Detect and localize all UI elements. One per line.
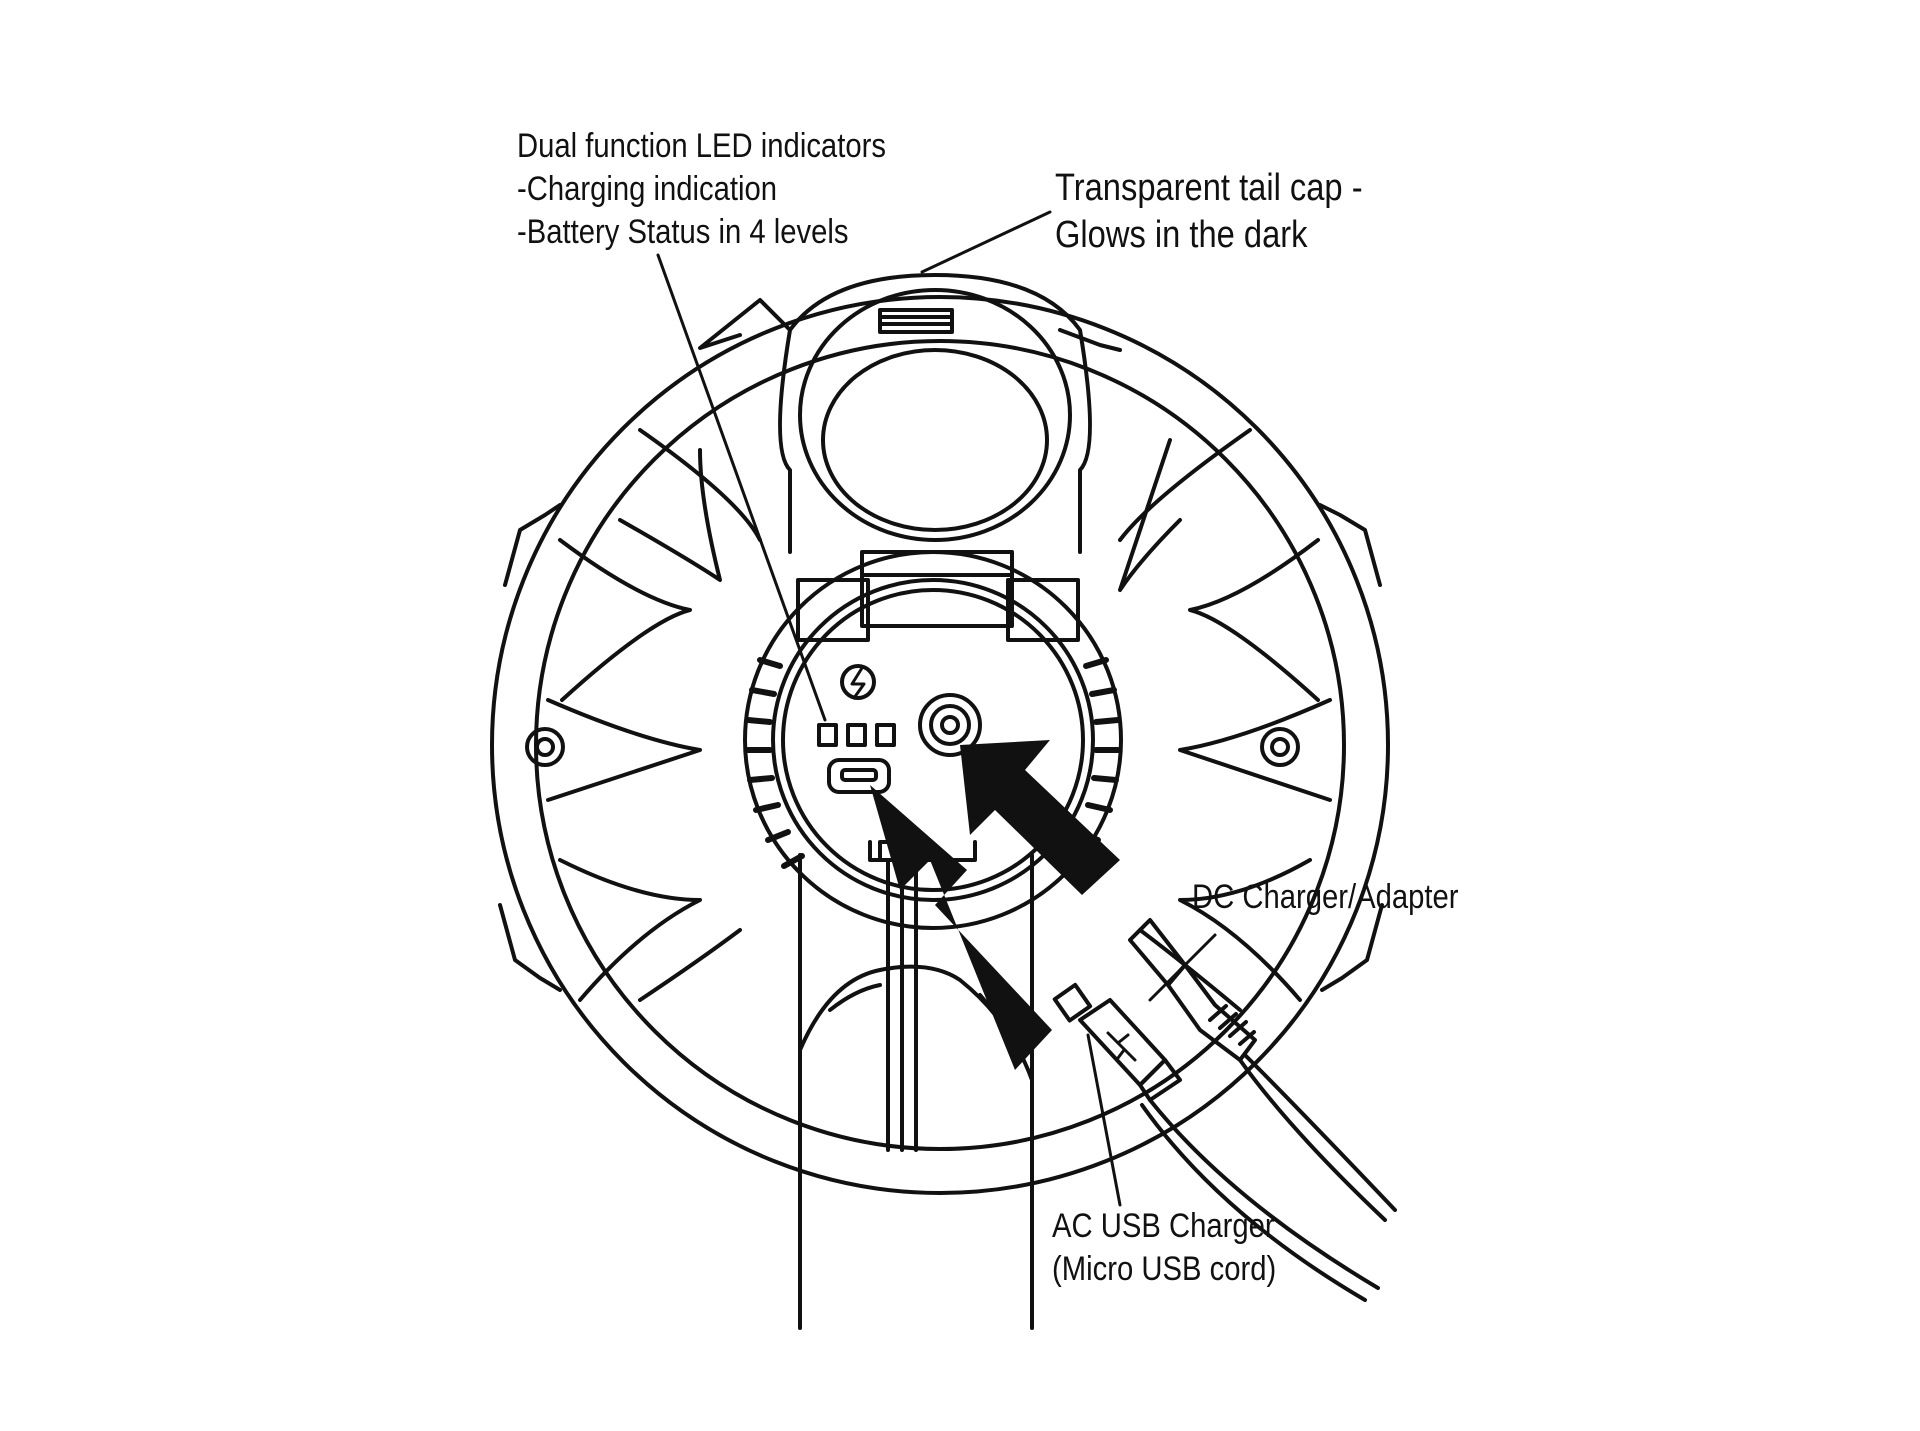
usb-trident-icon: [1106, 1031, 1137, 1062]
usb-charger-line2: (Micro USB cord): [1052, 1250, 1277, 1288]
label-tail-cap: Transparent tail cap - Glows in the dark: [1055, 165, 1363, 259]
dc-insertion-arrow: [960, 740, 1120, 895]
led-indicators-title: Dual function LED indicators: [517, 127, 886, 165]
label-usb-charger: AC USB Charger (Micro USB cord): [1052, 1205, 1276, 1291]
led-indicator-1: [817, 723, 838, 747]
lamp-head-outer-ring: [490, 295, 1390, 1195]
label-dc-charger: DC Charger/Adapter: [1192, 876, 1459, 919]
label-led-indicators: Dual function LED indicators -Charging i…: [517, 125, 886, 254]
dc-barrel-port: [918, 693, 982, 757]
lamp-head-fins: [546, 428, 1332, 1012]
tail-cap-line2: Glows in the dark: [1055, 214, 1308, 256]
micro-usb-plug: [1052, 982, 1380, 1302]
micro-usb-port: [827, 758, 891, 794]
dc-charger-text: DC Charger/Adapter: [1192, 878, 1459, 916]
usb-insertion-arrow: [870, 785, 1052, 1070]
led-indicator-3: [875, 723, 896, 747]
leader-lines: [656, 210, 1217, 1207]
led-indicator-2: [846, 723, 867, 747]
tail-bezel-knurled: [743, 550, 1123, 930]
led-indicators-line2: -Battery Status in 4 levels: [517, 213, 849, 251]
led-indicators-line1: -Charging indication: [517, 170, 778, 208]
transparent-tail-cap: [778, 273, 1092, 554]
dc-barrel-plug: [1128, 918, 1397, 1222]
bezel-knurling: [745, 657, 1121, 869]
charging-bolt-icon: [840, 664, 876, 700]
side-screw-left: [525, 727, 565, 767]
usb-charger-line1: AC USB Charger: [1052, 1207, 1275, 1245]
tail-cap-hinge: [796, 550, 1080, 642]
side-screw-right: [1260, 727, 1300, 767]
tail-cap-line1: Transparent tail cap -: [1055, 167, 1363, 209]
